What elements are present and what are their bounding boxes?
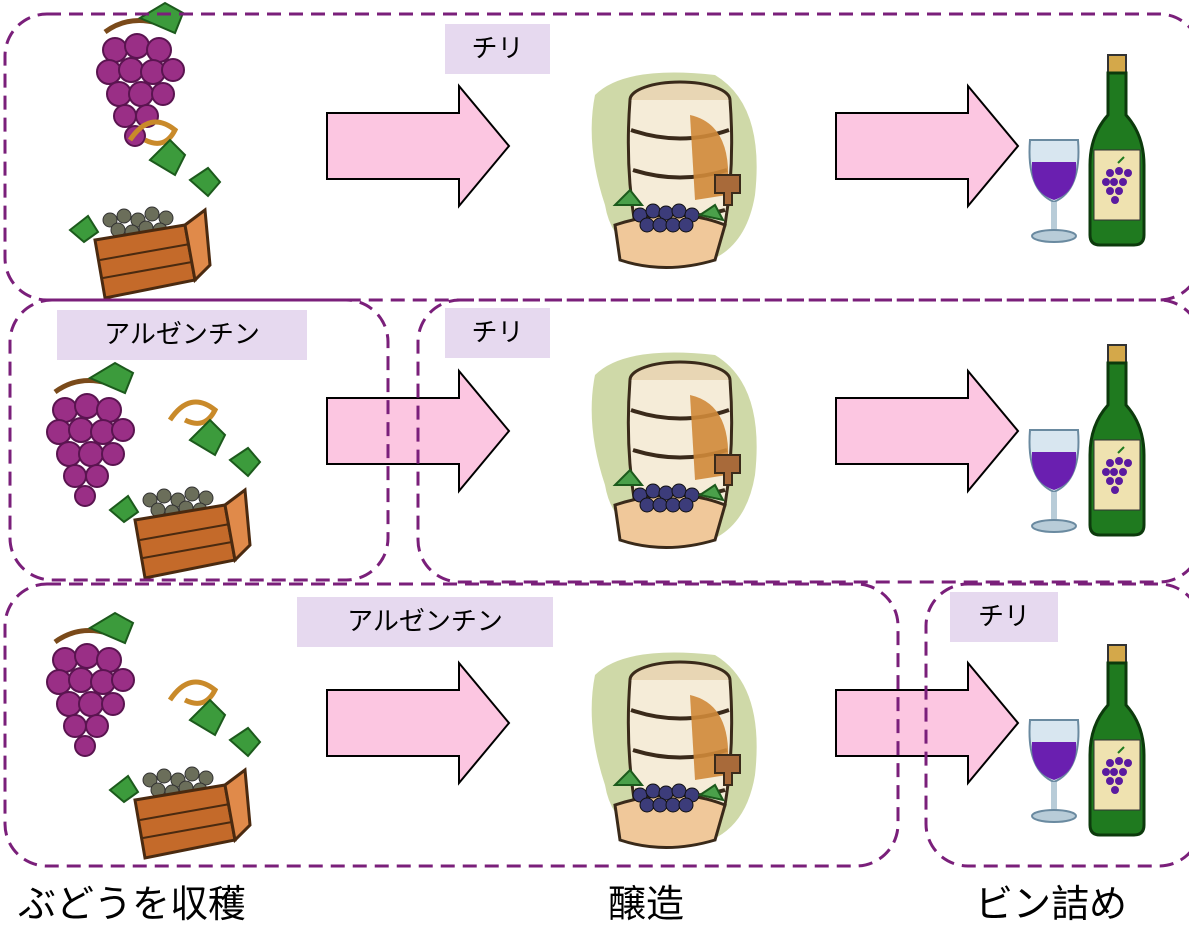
flow-arrow	[326, 85, 510, 207]
row1-illustrations	[70, 3, 1146, 298]
wine-glass-icon	[1028, 139, 1080, 243]
crate-icon	[70, 122, 220, 298]
flow-arrow	[835, 85, 1019, 207]
row2-chile-boundary	[416, 298, 1189, 584]
row1-production-country-tag: チリ	[445, 24, 550, 74]
wine-glass-icon	[1028, 719, 1080, 823]
row3-production-country-tag: アルゼンチン	[297, 597, 553, 647]
row2-production-country-tag: チリ	[445, 308, 550, 358]
flow-arrow	[835, 370, 1019, 492]
grapes-icon	[47, 613, 134, 756]
row2-argentina-boundary	[8, 298, 390, 582]
wine-bottle-icon	[1088, 343, 1146, 537]
flow-arrow	[326, 662, 510, 784]
row3-argentina-boundary	[3, 582, 900, 868]
stage-label-bottling: ビン詰め	[975, 882, 1128, 926]
grapes-icon	[47, 363, 134, 506]
row3-illustrations	[47, 613, 1146, 858]
row3-bottling-country-tag: チリ	[950, 592, 1058, 642]
barrel-icon	[589, 350, 759, 550]
country-boundaries	[3, 12, 1189, 868]
crate-icon	[110, 682, 260, 858]
wine-glass-icon	[1028, 429, 1080, 533]
barrel-icon	[589, 70, 759, 270]
barrel-icon	[589, 650, 759, 850]
wine-bottle-icon	[1088, 643, 1146, 837]
stage-label-harvest: ぶどうを収穫	[18, 882, 247, 926]
row2-illustrations	[47, 343, 1146, 578]
row2-harvest-country-tag: アルゼンチン	[57, 310, 307, 360]
wine-bottle-icon	[1088, 53, 1146, 247]
stage-label-brewing: 醸造	[608, 882, 685, 926]
row3-chile-boundary	[924, 582, 1189, 868]
row1-chile-boundary	[3, 12, 1189, 302]
